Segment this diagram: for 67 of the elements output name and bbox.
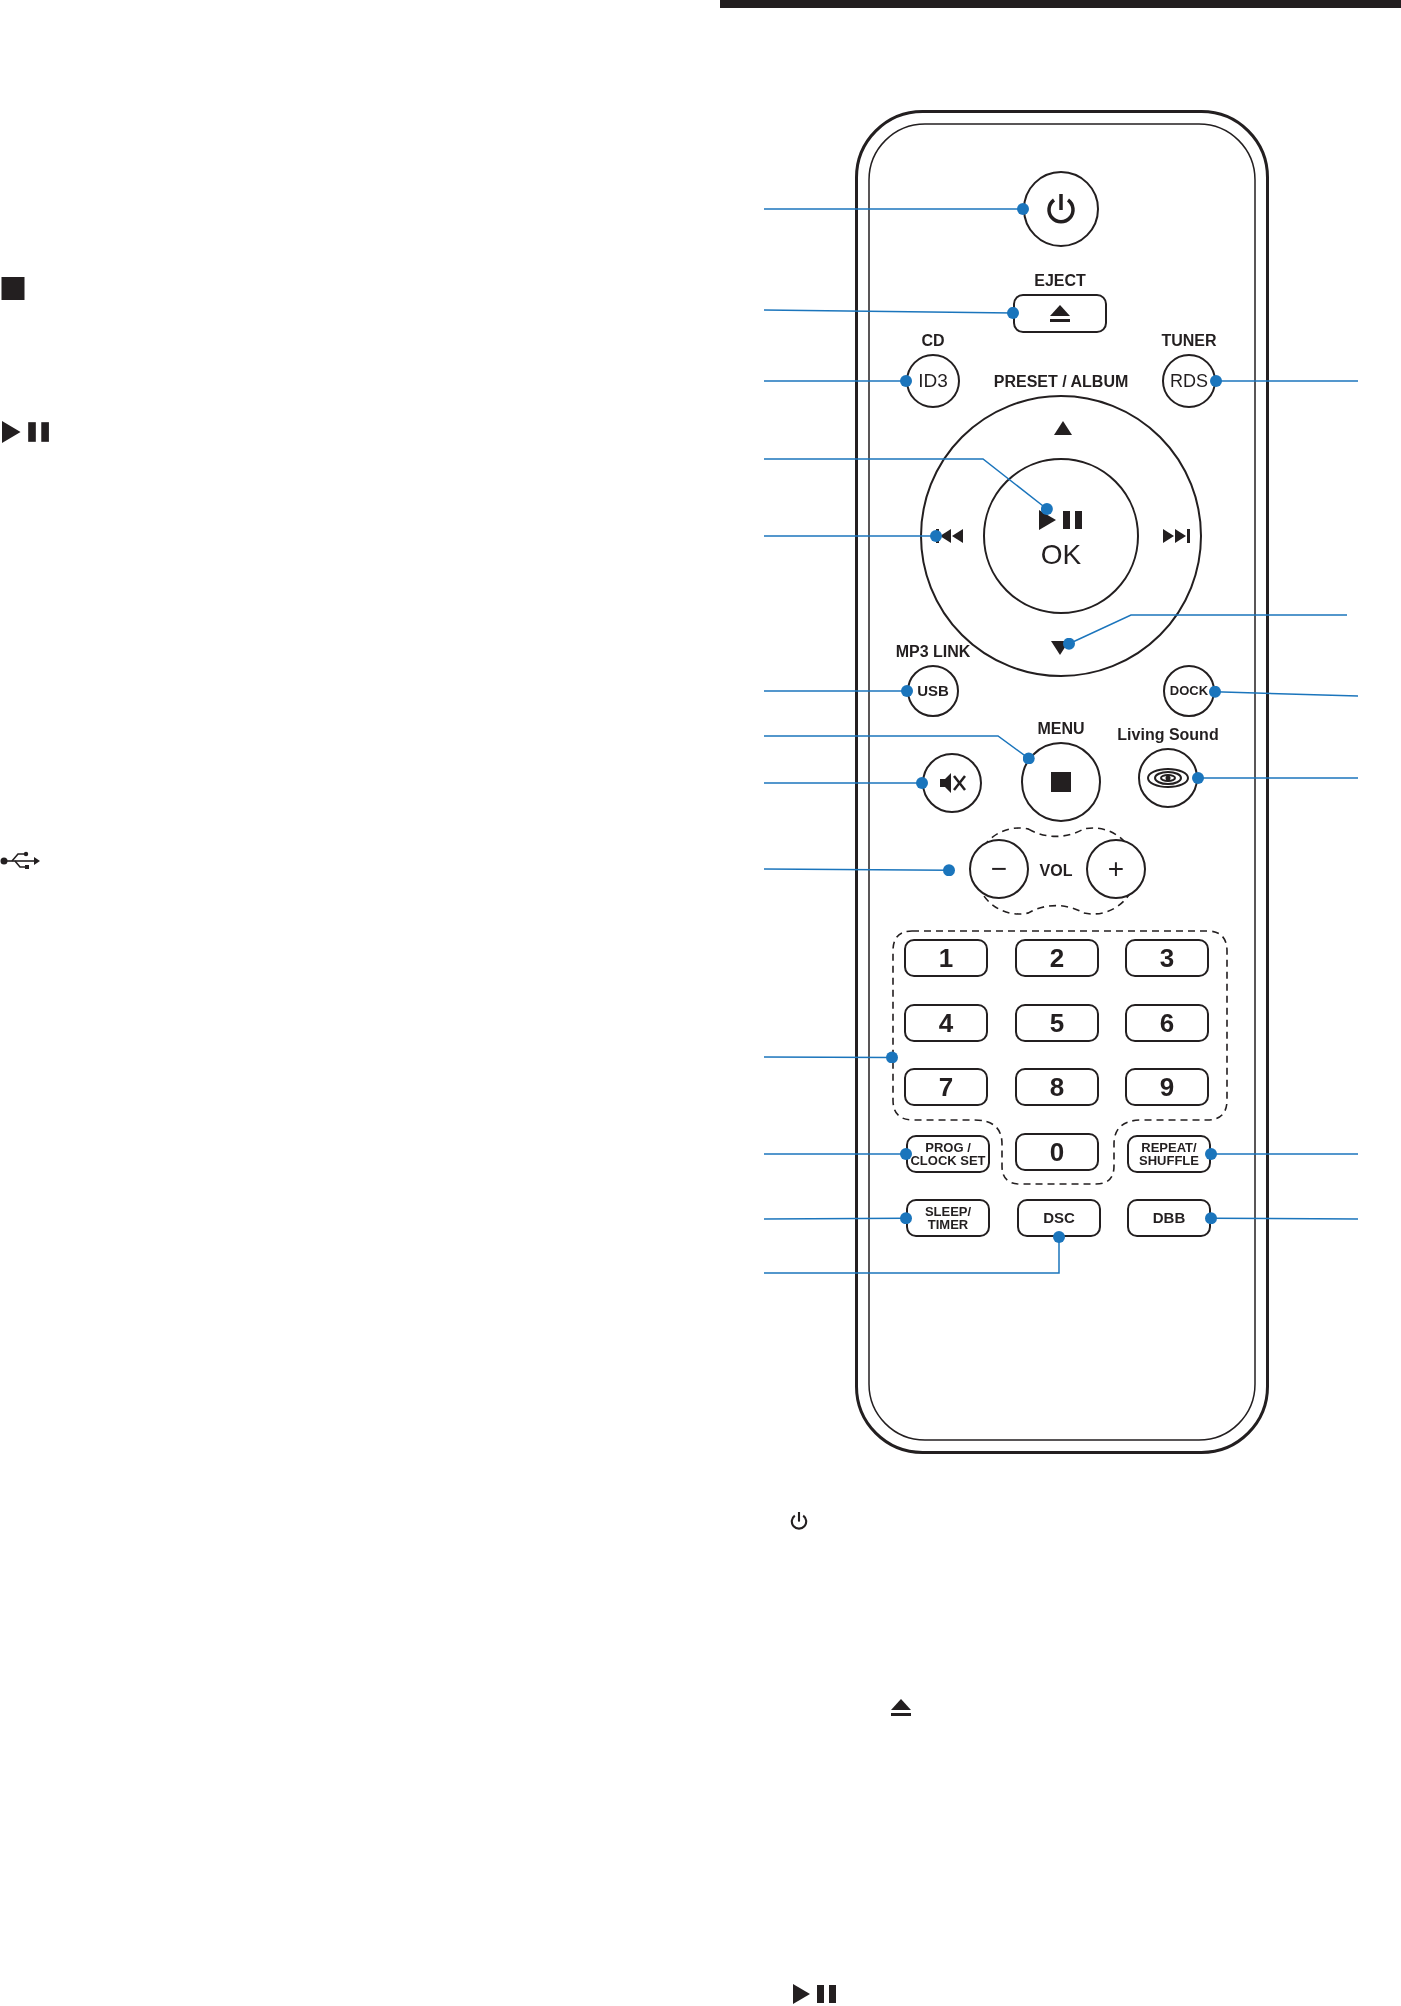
button-label: ID3 — [918, 368, 948, 393]
keypad-outline — [892, 930, 1228, 1186]
number-key — [1125, 1068, 1209, 1106]
number-key — [1015, 1133, 1099, 1171]
leader-line — [763, 1231, 1065, 1274]
number-key — [904, 1004, 988, 1042]
leader-line — [1209, 685, 1359, 698]
number-key — [1125, 1004, 1209, 1042]
leader-line — [763, 203, 1029, 215]
number-key — [1015, 1068, 1099, 1106]
key-button — [906, 1199, 990, 1237]
leader-line — [763, 458, 1053, 515]
button-label: 3 — [1159, 941, 1175, 975]
leader-line — [763, 864, 955, 877]
button-label: Living Sound — [1116, 726, 1220, 744]
leader-line — [763, 735, 1035, 765]
button-label: 8 — [1049, 1070, 1065, 1104]
button-label: EJECT — [1033, 272, 1087, 290]
leader-line — [1192, 772, 1359, 784]
button-label: 1 — [938, 941, 954, 975]
button-label: 0 — [1049, 1135, 1065, 1169]
button-label: REPEAT/ SHUFFLE — [1138, 1141, 1200, 1167]
leader-line — [763, 375, 912, 387]
leader-line — [763, 306, 1019, 319]
previous-icon — [936, 528, 964, 544]
number-key — [1015, 939, 1099, 977]
button-label: DOCK — [1169, 682, 1209, 701]
button-label: RDS — [1170, 369, 1208, 393]
button-label: DBB — [1152, 1207, 1186, 1228]
number-key — [1125, 939, 1209, 977]
leader-line — [763, 1212, 912, 1225]
leader-line — [763, 1148, 912, 1160]
button-label: 2 — [1049, 941, 1065, 975]
button-label: PRESET / ALBUM — [992, 373, 1130, 391]
leader-line — [763, 530, 942, 542]
button-label: 5 — [1049, 1006, 1065, 1040]
button-label: PROG / CLOCK SET — [909, 1141, 987, 1167]
number-key — [1015, 1004, 1099, 1042]
button-label: DSC — [1043, 1207, 1075, 1228]
button-label: 4 — [938, 1006, 954, 1040]
button-label: TUNER — [1160, 332, 1218, 350]
key-button — [1017, 1199, 1101, 1237]
number-key — [904, 1068, 988, 1106]
leader-line — [1205, 1148, 1359, 1160]
button-label: 9 — [1159, 1070, 1175, 1104]
key-button — [1127, 1135, 1211, 1173]
leader-line — [1063, 614, 1348, 650]
button-label: MP3 LINK — [894, 643, 972, 661]
leader-line — [1210, 375, 1359, 387]
key-button — [906, 1135, 990, 1173]
play-pause-icon — [1037, 509, 1085, 531]
button-label: − — [990, 852, 1008, 886]
button-label: CD — [920, 332, 946, 350]
key-button — [1127, 1199, 1211, 1237]
button-label: 7 — [938, 1070, 954, 1104]
button-label: + — [1107, 852, 1125, 886]
eject-button — [1013, 294, 1107, 333]
button-label: 6 — [1159, 1006, 1175, 1040]
number-key — [904, 939, 988, 977]
leader-line — [763, 1051, 898, 1064]
button-label: USB — [917, 680, 949, 701]
button-label: VOL — [1039, 861, 1073, 881]
button-label: OK — [1039, 538, 1083, 572]
leader-line — [763, 777, 928, 789]
leader-line — [1205, 1212, 1359, 1225]
button-label: SLEEP/ TIMER — [923, 1205, 973, 1231]
leader-line — [763, 685, 913, 697]
